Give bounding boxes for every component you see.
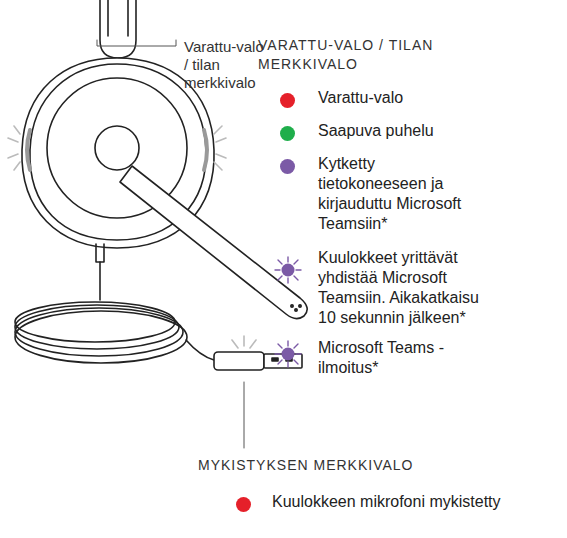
section-heading: VARATTU-VALO / TILAN MERKKIVALO bbox=[258, 36, 498, 74]
legend-swatch bbox=[280, 159, 295, 174]
legend-text: Varattu-valo bbox=[318, 88, 538, 108]
callout-label: Varattu-valo / tilan merkkivalo bbox=[184, 38, 270, 92]
legend-text: Kuulokkeet yrittävät yhdistää Microsoft … bbox=[318, 248, 498, 328]
legend-swatch bbox=[280, 126, 295, 141]
legend-text: Kytketty tietokoneeseen ja kirjauduttu M… bbox=[318, 154, 483, 234]
legend-text: Saapuva puhelu bbox=[318, 121, 538, 141]
flashing-light-icon bbox=[274, 256, 302, 284]
legend-swatch bbox=[280, 93, 295, 108]
flashing-light-icon bbox=[274, 340, 302, 368]
legend-swatch bbox=[236, 497, 251, 512]
legend-text: Kuulokkeen mikrofoni mykistetty bbox=[272, 492, 552, 512]
legend-text: Microsoft Teams -ilmoitus* bbox=[318, 338, 468, 378]
section-heading: MYKISTYKSEN MERKKIVALO bbox=[198, 456, 498, 475]
